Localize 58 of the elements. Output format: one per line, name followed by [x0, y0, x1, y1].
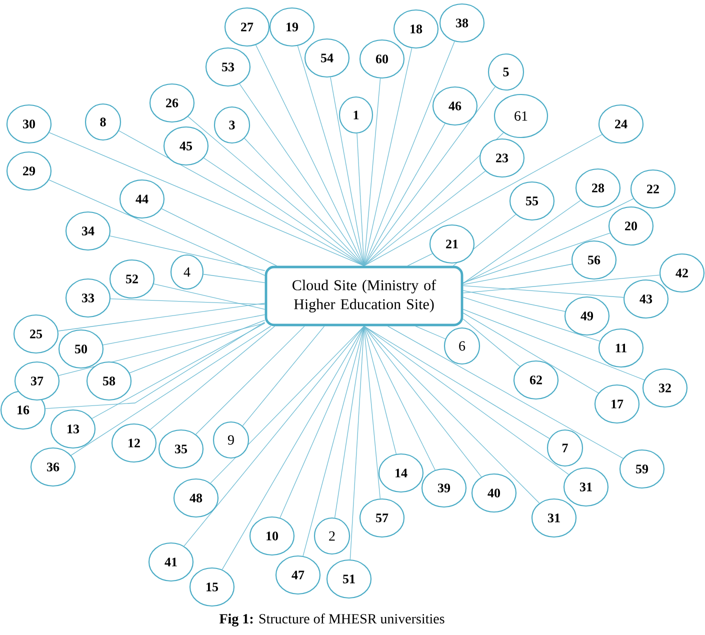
connector-line [364, 326, 570, 475]
connector-line [364, 41, 455, 266]
connector-line [407, 253, 433, 266]
caption: Fig 1: Structure of MHESR universities [219, 614, 444, 626]
connector-line [154, 284, 266, 310]
connector-line [364, 123, 446, 266]
connector-line [92, 322, 266, 419]
connector-line [462, 264, 572, 285]
connector-line [161, 208, 278, 266]
connector-line [203, 274, 266, 284]
connector-line [364, 326, 550, 439]
connector-line [462, 290, 566, 312]
connector-line [150, 326, 276, 430]
connector-line [462, 318, 520, 367]
connector-line [70, 326, 272, 456]
connector-line [462, 296, 600, 342]
connector-line [364, 78, 381, 266]
connector-line [239, 84, 364, 266]
connector-line [364, 170, 486, 266]
connector-line [350, 326, 364, 560]
connector-line [244, 138, 364, 266]
connector-line [196, 326, 305, 435]
connector-line [364, 326, 540, 504]
connector-line [364, 134, 602, 266]
connector-line [102, 314, 266, 346]
connector-line [462, 312, 599, 394]
connector-line [110, 298, 266, 305]
connector-line [256, 44, 364, 266]
connector-line [356, 133, 364, 266]
connector-line [364, 132, 504, 266]
connector-line [242, 326, 325, 426]
connector-line [45, 322, 266, 409]
connector-line [462, 198, 634, 284]
connector-line [297, 46, 364, 266]
connector-line [462, 308, 645, 380]
connector-line [462, 274, 660, 294]
connector-line [48, 180, 266, 276]
connector-line [118, 130, 364, 266]
connector-line [222, 326, 364, 570]
connector-line [364, 326, 436, 470]
connector-line [330, 77, 364, 266]
connector-line [184, 326, 364, 546]
connector-line [364, 326, 397, 454]
connector-line [387, 326, 624, 459]
connector-line [210, 326, 364, 484]
connector-line [129, 320, 266, 374]
connector-line [462, 200, 581, 284]
connector-line [415, 326, 446, 340]
connector-line [302, 326, 364, 556]
connector-line [204, 158, 364, 266]
connector-line [58, 302, 266, 332]
connector-line [110, 236, 266, 271]
connector-line [58, 322, 266, 376]
connector-line [48, 132, 364, 266]
connector-line [364, 326, 380, 499]
connector-line [462, 285, 624, 298]
connector-line [364, 326, 482, 478]
connector-line [462, 232, 610, 284]
